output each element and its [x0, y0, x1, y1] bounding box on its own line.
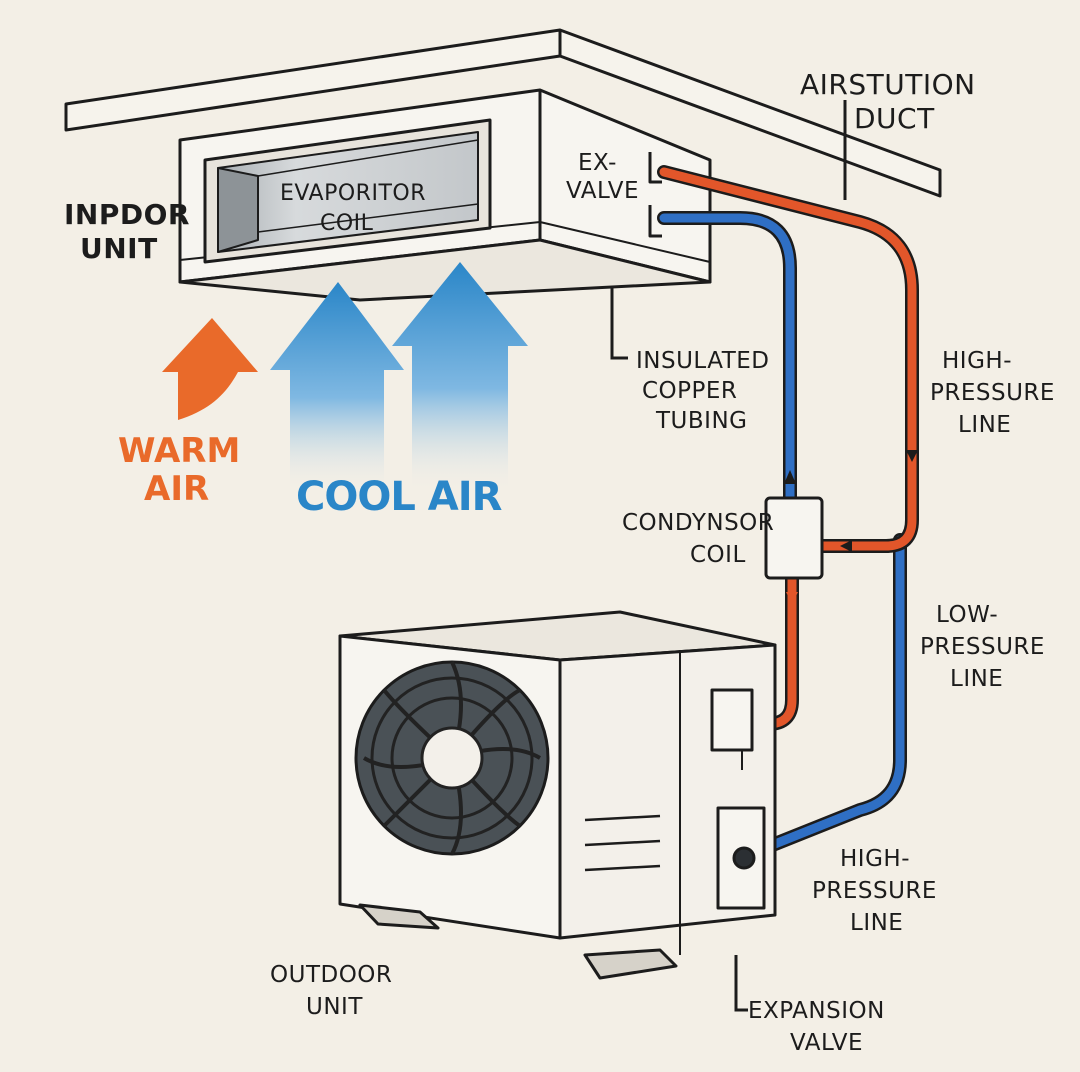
label-outdoor-line1: OUTDOOR: [270, 962, 392, 988]
label-indoor-unit: INPDOR UNIT: [64, 198, 190, 265]
fan-icon: [354, 660, 550, 856]
evaporator-coil: [203, 118, 492, 264]
flow-arrow-up-icon: [784, 470, 796, 484]
flow-arrows: [784, 450, 918, 604]
orange-line-upper: [659, 167, 917, 551]
label-indoor-unit-line1: INPDOR: [64, 198, 190, 231]
label-warm-air-line1: WARM: [118, 431, 240, 471]
label-evaporator-coil: EVAPORITOR COIL: [280, 181, 426, 236]
label-insulated-tubing: INSULATED COPPER TUBING: [636, 348, 770, 434]
label-tubing-line3: TUBING: [655, 408, 747, 434]
flow-arrow-down-orange-icon: [786, 592, 798, 604]
outdoor-unit: [338, 610, 777, 980]
blue-line-upper: [659, 213, 795, 505]
label-outdoor-line2: UNIT: [306, 994, 363, 1020]
ceiling-slab: [64, 28, 942, 198]
label-hp-bottom-line1: HIGH-: [840, 846, 910, 872]
label-ex-valve: EX- VALVE: [566, 150, 639, 204]
label-lp-line1: LOW-: [936, 602, 998, 628]
label-air-duct-line2: DUCT: [854, 102, 935, 135]
label-hp-bottom-line2: PRESSURE: [812, 878, 937, 904]
label-low-pressure: LOW- PRESSURE LINE: [920, 602, 1045, 692]
condenser-coil-box: [764, 496, 824, 580]
label-lp-line2: PRESSURE: [920, 634, 1045, 660]
label-expansion-line1: EXPANSION: [748, 998, 885, 1024]
label-warm-air: WARM AIR: [118, 431, 240, 509]
label-indoor-unit-line2: UNIT: [80, 232, 158, 265]
label-expansion-valve: EXPANSION VALVE: [748, 998, 885, 1056]
flow-arrow-down-icon: [906, 450, 918, 462]
blue-line-lower: [740, 535, 905, 861]
indoor-unit: [178, 88, 712, 302]
label-ex-valve-line1: EX-: [578, 150, 617, 176]
warm-air-arrow-icon: [162, 318, 258, 420]
label-ex-valve-line2: VALVE: [566, 178, 639, 204]
label-high-pressure-top: HIGH- PRESSURE LINE: [930, 348, 1055, 438]
label-tubing-line2: COPPER: [642, 378, 737, 404]
label-air-duct: AIRSTUTION DUCT: [800, 68, 976, 135]
label-high-pressure-bottom: HIGH- PRESSURE LINE: [812, 846, 937, 936]
label-expansion-line2: VALVE: [790, 1030, 863, 1056]
label-air-duct-line1: AIRSTUTION: [800, 68, 976, 101]
label-evaporator-line1: EVAPORITOR: [280, 181, 426, 206]
label-lp-line3: LINE: [950, 666, 1003, 692]
label-tubing-line1: INSULATED: [636, 348, 770, 374]
label-hp-top-line2: PRESSURE: [930, 380, 1055, 406]
label-condenser-line1: CONDYNSOR: [622, 510, 774, 536]
label-cool-air: COOL AIR: [296, 474, 502, 520]
label-evaporator-line2: COIL: [320, 211, 374, 236]
label-warm-air-line2: AIR: [144, 469, 209, 509]
label-condenser-coil: CONDYNSOR COIL: [622, 510, 774, 568]
cool-air-arrow-left-icon: [270, 282, 404, 492]
label-hp-top-line1: HIGH-: [942, 348, 1012, 374]
cool-air-arrow-right-icon: [392, 262, 528, 492]
flow-arrow-left-icon: [840, 540, 852, 552]
expansion-valve-leader: [734, 955, 748, 1012]
tubing-leader: [610, 288, 628, 360]
label-condenser-line2: COIL: [690, 542, 746, 568]
label-hp-bottom-line3: LINE: [850, 910, 903, 936]
label-hp-top-line3: LINE: [958, 412, 1011, 438]
label-outdoor-unit: OUTDOOR UNIT: [270, 962, 392, 1020]
